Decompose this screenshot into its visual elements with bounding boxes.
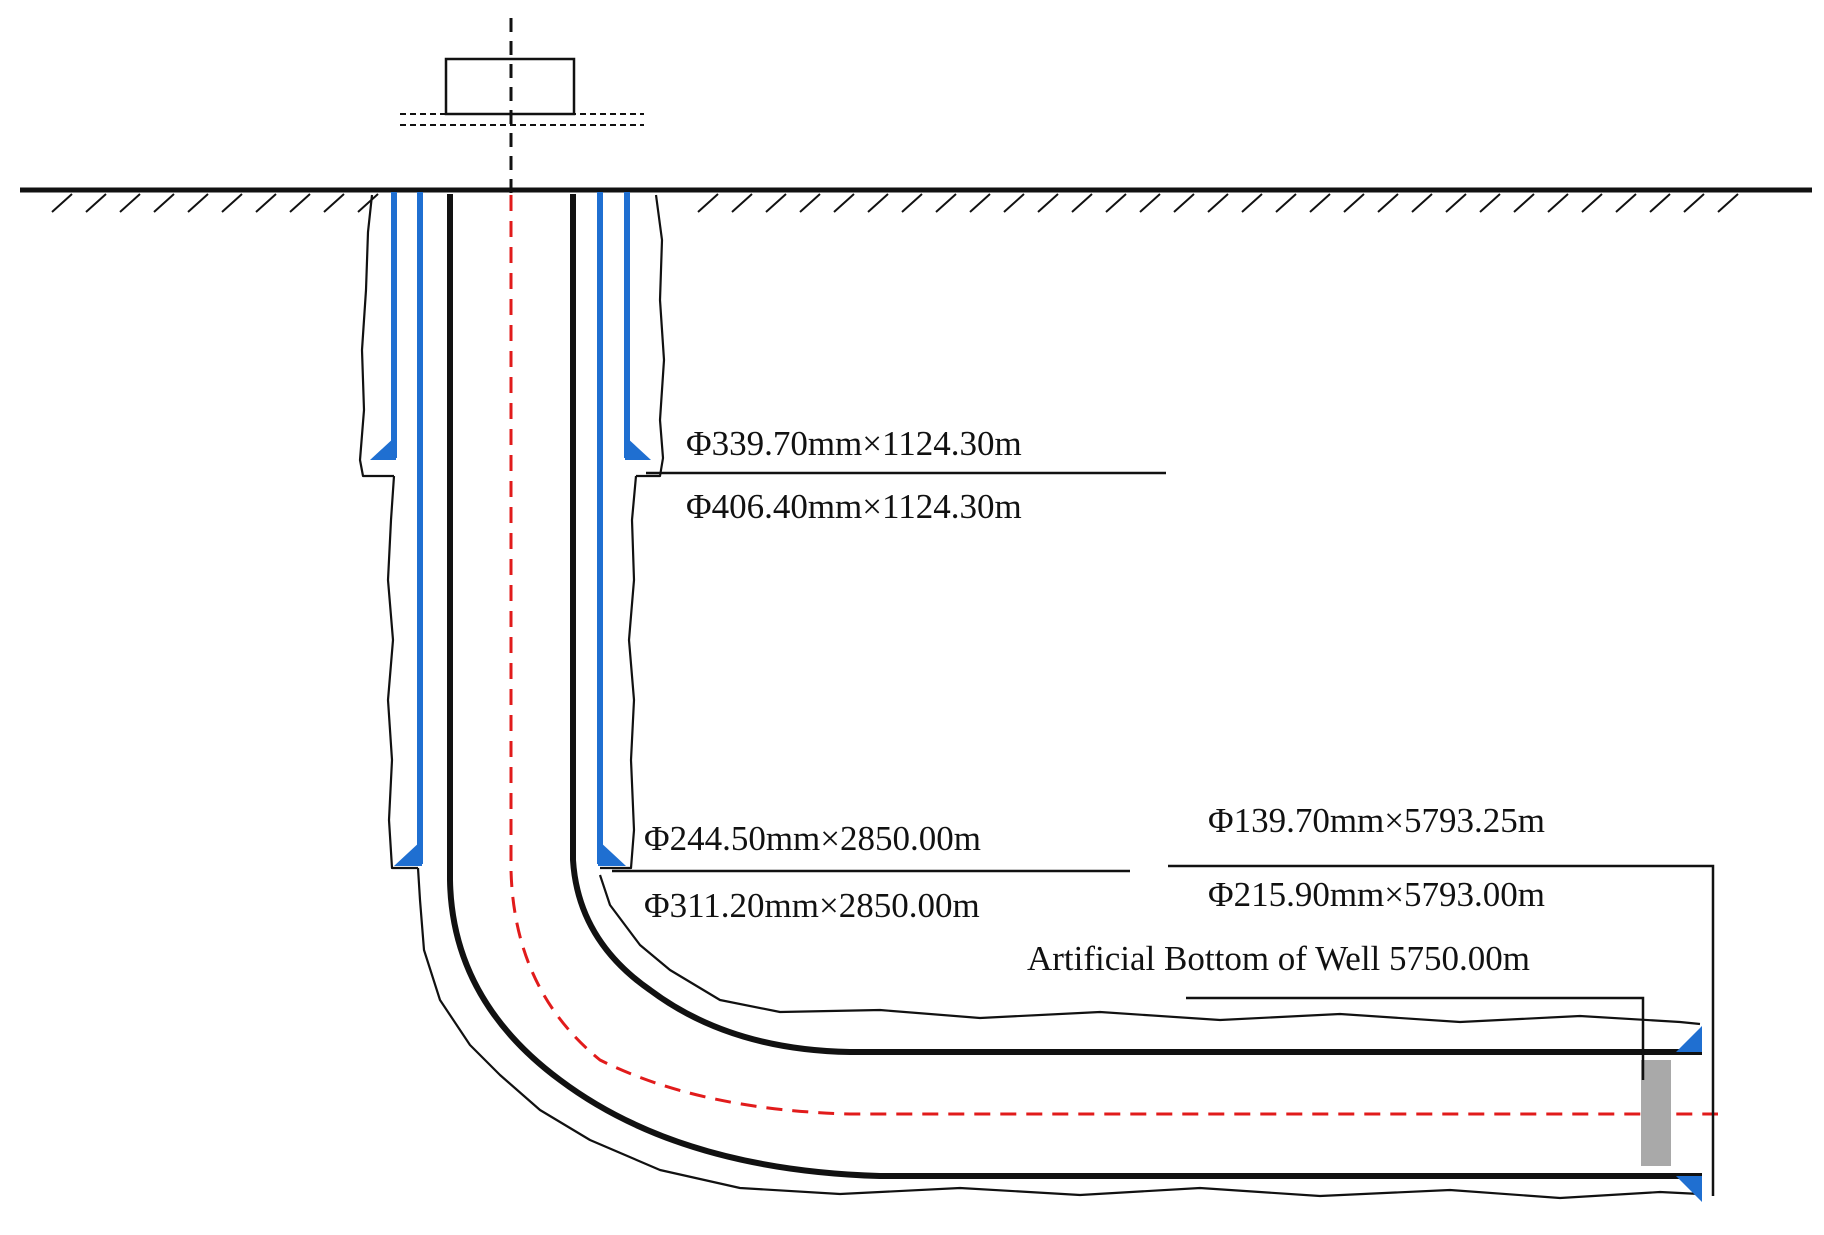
artificial-bottom-leader xyxy=(1186,996,1645,1080)
ground-hatch-mark xyxy=(1105,193,1127,213)
ground-hatch-mark xyxy=(153,193,175,213)
ground-hatch-mark xyxy=(1649,193,1671,213)
ground-hatch-mark xyxy=(357,193,379,213)
ground-hatch-mark xyxy=(799,193,821,213)
surface-casing-shoe-right xyxy=(625,436,651,460)
intermediate-casing-label: Φ244.50mm×2850.00m xyxy=(644,819,981,858)
production-casing-label: Φ139.70mm×5793.25m xyxy=(1208,801,1545,840)
production-hole-wall-outer xyxy=(416,867,1701,1200)
ground-hatch-mark xyxy=(1275,193,1297,213)
ground-hatch-mark xyxy=(1717,193,1739,213)
ground-hatch-mark xyxy=(1071,193,1093,213)
wellhead xyxy=(400,57,644,126)
production-casing-shoe-bottom xyxy=(1676,1176,1702,1202)
ground-hatch-mark xyxy=(1547,193,1569,213)
ground-hatch-mark xyxy=(1615,193,1637,213)
ground-hatch-mark xyxy=(119,193,141,213)
intermediate-hole-wall-left xyxy=(386,475,418,870)
production-hole-wall-inner xyxy=(598,874,1701,1026)
ground-hatch-mark xyxy=(1037,193,1059,213)
leader-lines xyxy=(612,471,1715,1196)
production-casing-inner xyxy=(570,194,1702,1055)
ground-hatch-mark xyxy=(1581,193,1603,213)
ground-hatch-mark xyxy=(187,193,209,213)
surface-hole-wall-right xyxy=(636,194,666,478)
surface-casing-label: Φ339.70mm×1124.30m xyxy=(686,424,1022,463)
ground-hatch-mark xyxy=(1513,193,1535,213)
ground-hatch-mark xyxy=(1411,193,1433,213)
ground-hatch-mark xyxy=(935,193,957,213)
ground-hatch-mark xyxy=(833,193,855,213)
ground-hatch-mark xyxy=(867,193,889,213)
ground-hatch-mark xyxy=(85,193,107,213)
production-casing xyxy=(447,194,1702,1202)
ground-hatch-mark xyxy=(1241,193,1263,213)
ground-hatch-mark xyxy=(1003,193,1025,213)
ground-hatch-mark xyxy=(255,193,277,213)
ground-hatch-mark xyxy=(1445,193,1467,213)
production-casing-outer xyxy=(447,194,1702,1179)
intermediate-casing-shoe-left xyxy=(394,840,422,866)
artificial-bottom-label: Artificial Bottom of Well 5750.00m xyxy=(1027,939,1530,978)
ground-hatching xyxy=(51,193,1739,213)
dimension-labels: Φ339.70mm×1124.30m Φ406.40mm×1124.30m Φ2… xyxy=(644,424,1545,978)
ground-hatch-mark xyxy=(697,193,719,213)
ground-hatch-mark xyxy=(51,193,73,213)
ground-hatch-mark xyxy=(1173,193,1195,213)
ground-hatch-mark xyxy=(323,193,345,213)
borehole-wall xyxy=(358,194,1701,1200)
ground-hatch-mark xyxy=(221,193,243,213)
ground-surface xyxy=(20,187,1812,213)
ground-hatch-mark xyxy=(1309,193,1331,213)
surface-casing-shoe-left xyxy=(370,436,396,460)
surface-casing xyxy=(370,192,651,460)
ground-hatch-mark xyxy=(969,193,991,213)
ground-hatch-mark xyxy=(1343,193,1365,213)
ground-hatch-mark xyxy=(289,193,311,213)
intermediate-casing-shoe-right xyxy=(598,840,626,866)
ground-hatch-mark xyxy=(765,193,787,213)
ground-hatch-mark xyxy=(1683,193,1705,213)
intermediate-hole-label: Φ311.20mm×2850.00m xyxy=(644,886,980,925)
ground-hatch-mark xyxy=(731,193,753,213)
ground-hatch-mark xyxy=(1377,193,1399,213)
intermediate-hole-wall-right xyxy=(600,475,638,870)
ground-hatch-mark xyxy=(1139,193,1161,213)
surface-hole-wall-left xyxy=(358,194,394,478)
ground-hatch-mark xyxy=(1479,193,1501,213)
surface-hole-label: Φ406.40mm×1124.30m xyxy=(686,487,1022,526)
ground-hatch-mark xyxy=(901,193,923,213)
intermediate-casing xyxy=(394,192,626,866)
ground-hatch-mark xyxy=(1207,193,1229,213)
production-casing-leader xyxy=(1168,864,1715,1196)
wellbore-trajectory-line xyxy=(509,195,1718,1116)
production-casing-shoe-top xyxy=(1676,1026,1702,1052)
production-hole-label: Φ215.90mm×5793.00m xyxy=(1208,875,1545,914)
artificial-bottom-plug xyxy=(1641,1060,1671,1166)
